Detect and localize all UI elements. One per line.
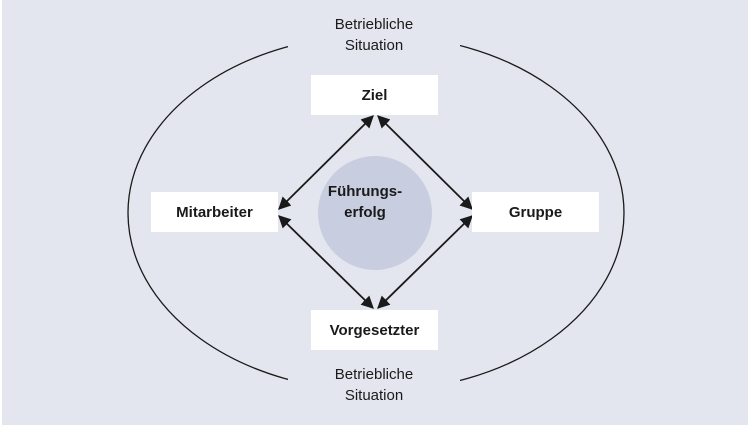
- outer-label-top-line2: Situation: [344, 37, 404, 54]
- center-label-line1: Führungs-: [327, 183, 403, 200]
- center-label: Führungs- erfolg: [310, 181, 420, 223]
- node-vorgesetzter: Vorgesetzter: [311, 310, 438, 350]
- outer-label-bottom-line2: Situation: [344, 387, 404, 404]
- center-label-line2: erfolg: [344, 204, 386, 221]
- arrow-gruppe-vorgesetzter: [377, 215, 473, 309]
- outer-label-top: Betriebliche Situation: [288, 14, 460, 56]
- outer-label-bottom-line1: Betriebliche: [334, 366, 414, 383]
- node-ziel: Ziel: [311, 75, 438, 115]
- outer-label-bottom: Betriebliche Situation: [288, 364, 460, 406]
- arrow-ziel-mitarbeiter: [278, 115, 374, 210]
- arrow-ziel-gruppe: [377, 115, 473, 210]
- node-mitarbeiter: Mitarbeiter: [151, 192, 278, 232]
- outer-label-top-line1: Betriebliche: [334, 16, 414, 33]
- node-gruppe: Gruppe: [472, 192, 599, 232]
- arrow-mitarbeiter-vorgesetzter: [278, 215, 374, 309]
